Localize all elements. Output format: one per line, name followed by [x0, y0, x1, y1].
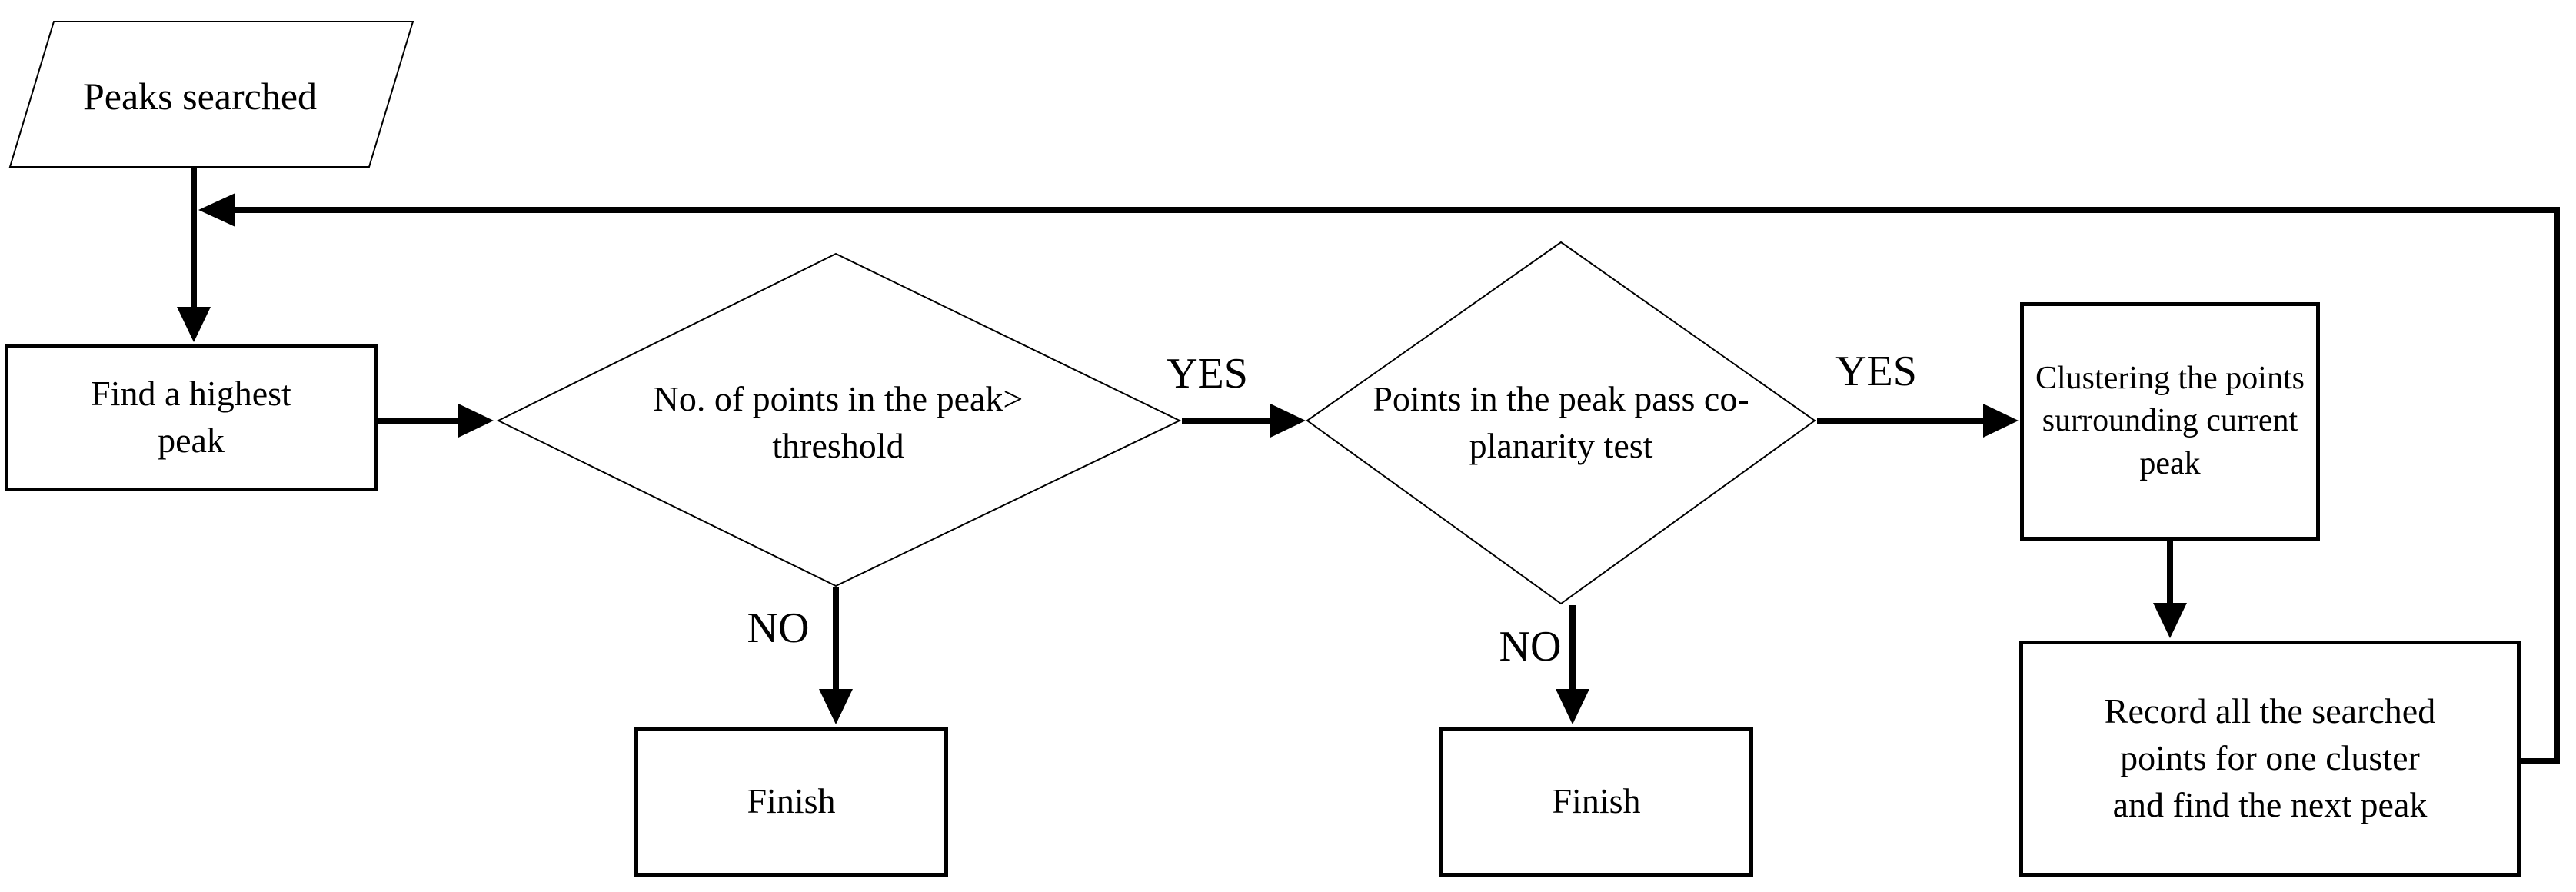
finish-right-label: Finish — [1552, 781, 1641, 821]
feedback-loop-arrowhead-icon — [198, 193, 235, 227]
arrow-threshold-no-arrowhead-icon — [819, 689, 853, 724]
clustering-box: Clustering the points surrounding curren… — [2020, 302, 2320, 541]
arrow-find-to-threshold-arrowhead-icon — [458, 404, 494, 438]
edge-label-coplanarity-yes: YES — [1835, 348, 1917, 396]
decision-coplanarity-diamond-shape — [1306, 241, 1816, 605]
record-label: Record all the searched points for one c… — [2104, 691, 2436, 824]
edge-label-threshold-yes: YES — [1167, 350, 1248, 398]
arrow-coplanarity-no-arrowhead-icon — [1556, 689, 1589, 724]
find-peak-box: Find a highest peak — [5, 344, 378, 491]
arrow-threshold-yes-arrowhead-icon — [1270, 404, 1306, 438]
finish-left-box: Finish — [634, 727, 948, 877]
edge-label-threshold-no: NO — [747, 604, 810, 653]
finish-left-label: Finish — [747, 781, 836, 821]
edge-label-coplanarity-no: NO — [1499, 623, 1562, 671]
decision-threshold-label: No. of points in the peak> threshold — [653, 379, 1023, 465]
decision-threshold-diamond-shape — [496, 252, 1182, 587]
clustering-label: Clustering the points surrounding curren… — [2035, 360, 2305, 481]
start-node-label: Peaks searched — [82, 75, 318, 118]
decision-coplanarity-label: Points in the peak pass co- planarity te… — [1373, 379, 1749, 465]
feedback-loop-line — [232, 207, 2560, 764]
start-parallelogram-shape — [8, 21, 414, 168]
arrow-clustering-to-record-arrowhead-icon — [2153, 603, 2187, 638]
record-box: Record all the searched points for one c… — [2019, 641, 2521, 877]
arrow-coplanarity-yes-arrowhead-icon — [1983, 404, 2019, 438]
find-peak-label: Find a highest peak — [91, 374, 291, 460]
finish-right-box: Finish — [1439, 727, 1753, 877]
arrow-start-to-find-arrowhead-icon — [177, 307, 211, 342]
